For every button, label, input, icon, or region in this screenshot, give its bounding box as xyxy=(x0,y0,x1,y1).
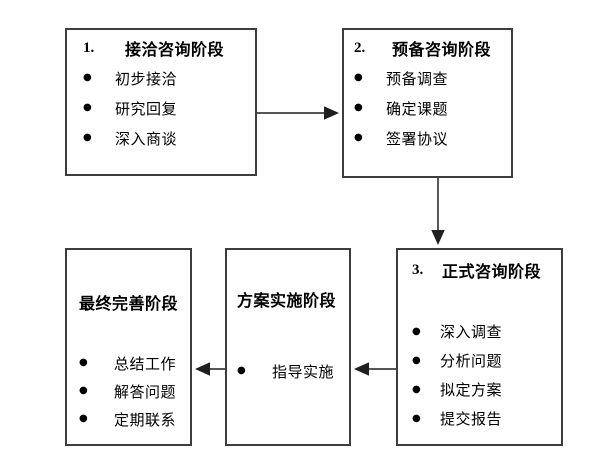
stage-box-3: 3. 正式咨询阶段 ● 深入调查 ● 分析问题 ● 拟定方案 ● 提交报告 xyxy=(396,248,563,446)
spacer xyxy=(237,314,349,356)
stage-item-label: 研究回复 xyxy=(115,99,178,118)
bullet-icon: ● xyxy=(354,132,363,143)
stage-title: 正式咨询阶段 xyxy=(442,262,542,281)
stage-item: ● 解答问题 xyxy=(79,377,190,405)
stage-title-row: 2. 预备咨询阶段 xyxy=(354,33,511,63)
stage-item-label: 确定课题 xyxy=(386,99,449,118)
stage-item: ● 指导实施 xyxy=(237,356,349,386)
stage-item-label: 深入商谈 xyxy=(115,129,178,148)
stage-item-label: 指导实施 xyxy=(272,362,335,381)
bullet-icon: ● xyxy=(412,383,421,395)
stage-item-label: 初步接洽 xyxy=(115,69,178,88)
stage-item: ● 研究回复 xyxy=(83,93,255,123)
stage-item: ● 提交报告 xyxy=(412,404,561,433)
stage-item: ● 深入调查 xyxy=(412,317,561,346)
stage-number: 2. xyxy=(354,39,366,56)
stage-item: ● 深入商谈 xyxy=(83,123,255,153)
stage-item: ● 确定课题 xyxy=(354,93,511,123)
stage-item-label: 分析问题 xyxy=(440,352,503,370)
stage-number: 1. xyxy=(83,39,95,56)
stage-item: ● 分析问题 xyxy=(412,346,561,375)
bullet-icon: ● xyxy=(79,413,88,424)
stage-item-label: 预备调查 xyxy=(386,69,449,88)
stage-title: 预备咨询阶段 xyxy=(392,40,492,59)
stage-item: ● 定期联系 xyxy=(79,405,190,433)
stage-item: ● 预备调查 xyxy=(354,63,511,93)
stage-title: 接洽咨询阶段 xyxy=(125,40,225,59)
stage-title-row: 1. 接洽咨询阶段 xyxy=(83,33,255,63)
bullet-icon: ● xyxy=(83,132,92,143)
stage-item: ● 总结工作 xyxy=(79,349,190,377)
bullet-icon: ● xyxy=(412,354,421,366)
stage-number: 3. xyxy=(412,261,424,278)
stage-box-2: 2. 预备咨询阶段 ● 预备调查 ● 确定课题 ● 签署协议 xyxy=(342,28,513,178)
bullet-icon: ● xyxy=(237,365,246,376)
stage-title-row: 方案实施阶段 xyxy=(237,284,349,314)
stage-item-label: 解答问题 xyxy=(114,382,177,401)
spacer xyxy=(79,317,190,349)
stage-item-label: 拟定方案 xyxy=(440,381,503,399)
stage-title: 最终完善阶段 xyxy=(79,294,179,313)
stage-item-label: 提交报告 xyxy=(440,410,503,428)
stage-item-label: 深入调查 xyxy=(440,323,503,341)
bullet-icon: ● xyxy=(354,72,363,83)
stage-box-1: 1. 接洽咨询阶段 ● 初步接洽 ● 研究回复 ● 深入商谈 xyxy=(65,28,257,176)
stage-title-row: 3. 正式咨询阶段 xyxy=(412,255,561,285)
stage-title: 方案实施阶段 xyxy=(237,291,337,310)
bullet-icon: ● xyxy=(79,385,88,396)
bullet-icon: ● xyxy=(79,357,88,368)
bullet-icon: ● xyxy=(412,412,421,424)
stage-item: ● 初步接洽 xyxy=(83,63,255,93)
stage-title-row: 最终完善阶段 xyxy=(79,287,190,317)
stage-item: ● 拟定方案 xyxy=(412,375,561,404)
stage-item: ● 签署协议 xyxy=(354,123,511,153)
stage-item-label: 签署协议 xyxy=(386,129,449,148)
stage-box-5: 最终完善阶段 ● 总结工作 ● 解答问题 ● 定期联系 xyxy=(65,248,192,446)
stage-item-label: 定期联系 xyxy=(114,410,177,429)
spacer xyxy=(412,285,561,317)
stage-item-label: 总结工作 xyxy=(114,354,177,373)
bullet-icon: ● xyxy=(412,325,421,337)
bullet-icon: ● xyxy=(83,72,92,83)
bullet-icon: ● xyxy=(83,102,92,113)
stage-box-4: 方案实施阶段 ● 指导实施 xyxy=(225,248,351,446)
bullet-icon: ● xyxy=(354,102,363,113)
